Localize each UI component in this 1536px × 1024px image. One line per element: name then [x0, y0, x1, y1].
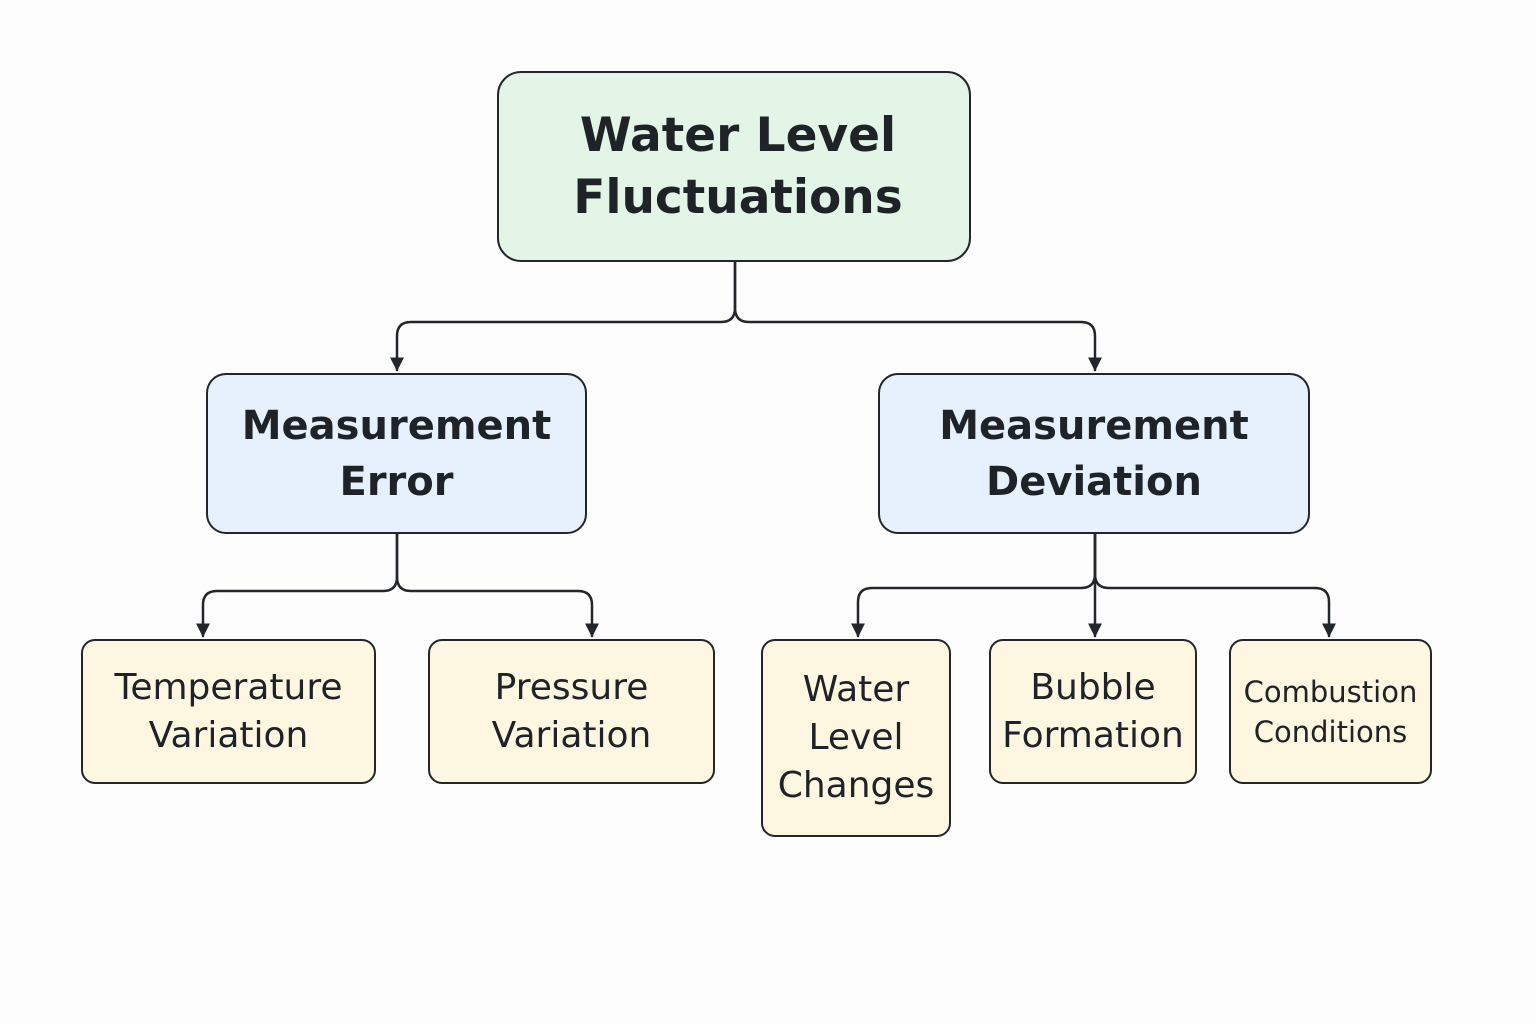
- leaf-node-pressure-variation: Pressure Variation: [428, 639, 715, 784]
- leaf-node-label: Combustion Conditions: [1244, 672, 1418, 752]
- connector-root-to-deviation: [735, 262, 1095, 370]
- connector-deviation-to-water-level: [858, 534, 1095, 636]
- leaf-node-temperature-variation: Temperature Variation: [81, 639, 376, 784]
- category-node-measurement-deviation: Measurement Deviation: [878, 373, 1310, 534]
- leaf-node-label: Temperature Variation: [114, 664, 342, 760]
- leaf-node-bubble-formation: Bubble Formation: [989, 639, 1197, 784]
- connector-deviation-to-combustion: [1095, 534, 1329, 636]
- connector-error-to-pressure: [397, 534, 592, 636]
- leaf-node-water-level-changes: Water Level Changes: [761, 639, 951, 837]
- leaf-node-label: Pressure Variation: [492, 664, 652, 760]
- leaf-node-label: Water Level Changes: [778, 666, 935, 810]
- root-node-label: Water Level Fluctuations: [565, 105, 902, 229]
- connector-error-to-temperature: [203, 534, 397, 636]
- connector-root-to-error: [397, 262, 735, 370]
- root-node: Water Level Fluctuations: [497, 71, 971, 262]
- category-node-measurement-error: Measurement Error: [206, 373, 587, 534]
- category-node-label: Measurement Deviation: [939, 398, 1248, 510]
- category-node-label: Measurement Error: [242, 398, 551, 510]
- leaf-node-label: Bubble Formation: [1002, 664, 1184, 760]
- leaf-node-combustion-conditions: Combustion Conditions: [1229, 639, 1432, 784]
